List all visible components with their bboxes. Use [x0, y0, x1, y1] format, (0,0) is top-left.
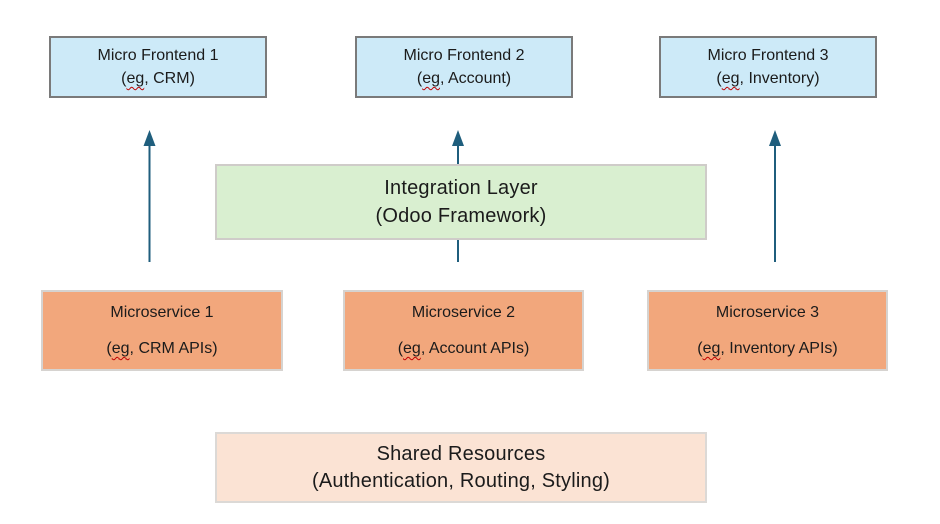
subtitle-part: , CRM APIs) — [129, 340, 218, 357]
microservice-1-title: Microservice 1 — [110, 304, 214, 321]
micro-frontend-1-box: Micro Frontend 1 (eg, CRM) — [49, 36, 267, 98]
subtitle-part: , Account) — [439, 70, 512, 87]
subtitle-part: , CRM) — [144, 70, 195, 87]
micro-frontend-3-box: Micro Frontend 3 (eg, Inventory) — [659, 36, 877, 98]
subtitle-misspelled-word: eg — [126, 70, 145, 87]
micro-frontend-2-title: Micro Frontend 2 — [403, 47, 525, 64]
shared-resources-title: Shared Resources — [376, 442, 546, 465]
microservice-3-title: Microservice 3 — [715, 304, 820, 321]
microservice-2-box: Microservice 2 (eg, Account APIs) — [343, 290, 584, 371]
subtitle-part: ( — [716, 70, 722, 87]
shared-resources-box: Shared Resources (Authentication, Routin… — [215, 432, 707, 503]
subtitle-part: ( — [397, 340, 404, 357]
subtitle-part: , Inventory APIs) — [720, 340, 838, 357]
subtitle-misspelled-word: eg — [403, 340, 421, 357]
shared-resources-subtitle: (Authentication, Routing, Styling) — [311, 469, 611, 492]
microservice-3-box: Microservice 3 (eg, Inventory APIs) — [647, 290, 888, 371]
microservice-1-subtitle: (eg, CRM APIs) — [106, 339, 217, 358]
micro-frontend-1-subtitle: (eg, CRM) — [121, 67, 195, 90]
subtitle-part: ( — [121, 70, 127, 87]
subtitle-part: ( — [106, 340, 112, 357]
microservice-2-subtitle: (eg, Account APIs) — [398, 339, 530, 358]
subtitle-part: , Inventory) — [739, 70, 820, 87]
integration-layer-subtitle: (Odoo Framework) — [375, 205, 547, 227]
arrow-up-1 — [143, 130, 156, 262]
micro-frontend-1-title: Micro Frontend 1 — [97, 47, 219, 64]
subtitle-part: , Account APIs) — [420, 340, 530, 357]
microservice-2-title: Microservice 2 — [411, 304, 516, 321]
subtitle-misspelled-word: eg — [721, 70, 740, 87]
subtitle-misspelled-word: eg — [111, 340, 130, 357]
subtitle-misspelled-word: eg — [702, 340, 721, 357]
micro-frontend-2-box: Micro Frontend 2 (eg, Account) — [355, 36, 573, 98]
micro-frontend-2-subtitle: (eg, Account) — [417, 67, 511, 90]
subtitle-misspelled-word: eg — [422, 70, 440, 87]
arrow-up-3 — [769, 130, 781, 262]
subtitle-part: ( — [416, 70, 423, 87]
integration-layer-title: Integration Layer — [384, 177, 538, 199]
subtitle-part: ( — [697, 340, 703, 357]
integration-layer-box: Integration Layer (Odoo Framework) — [215, 164, 707, 240]
microservice-3-subtitle: (eg, Inventory APIs) — [697, 339, 838, 358]
micro-frontend-3-title: Micro Frontend 3 — [707, 47, 829, 64]
microservice-1-box: Microservice 1 (eg, CRM APIs) — [41, 290, 283, 371]
micro-frontend-3-subtitle: (eg, Inventory) — [716, 67, 819, 90]
